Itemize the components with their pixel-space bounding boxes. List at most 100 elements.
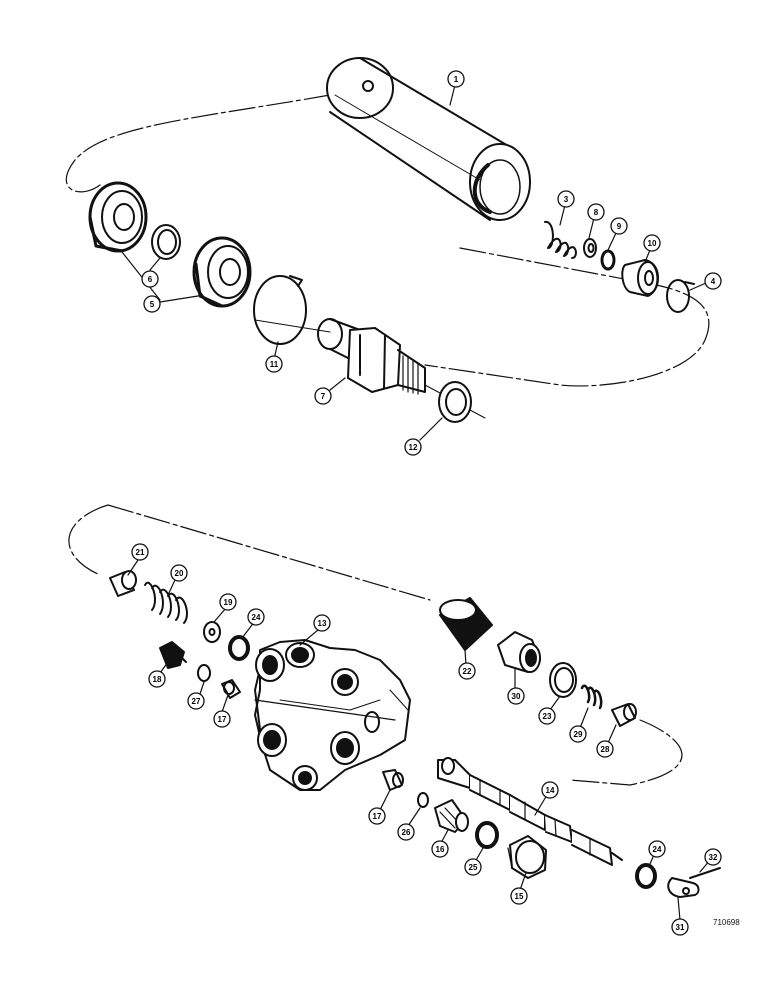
svg-text:3: 3 [564,195,569,204]
clip-31 [667,877,700,898]
callout-1: 1 [447,70,465,88]
callout-26: 26 [397,823,415,841]
upper-assembly [65,57,710,441]
oring-26 [417,792,429,808]
figure-code: 710698 [713,918,740,927]
svg-text:1: 1 [454,75,459,84]
callout-10: 10 [643,234,661,252]
callout-7: 7 [314,387,332,405]
svg-text:24: 24 [252,613,261,622]
upper-leaders [121,84,707,441]
svg-text:17: 17 [373,812,382,821]
oring-24a [228,635,250,661]
callout-5: 5 [143,295,161,313]
bearing-right [192,236,252,308]
svg-text:32: 32 [709,853,718,862]
svg-text:18: 18 [153,675,162,684]
collar-22 [439,597,493,651]
svg-text:17: 17 [218,715,227,724]
plug-10 [621,259,659,297]
callout-20: 20 [170,564,188,582]
svg-text:5: 5 [150,300,155,309]
callout-22: 22 [458,662,476,680]
svg-text:11: 11 [270,360,279,369]
callout-32: 32 [704,848,722,866]
svg-text:14: 14 [546,786,555,795]
callout-13: 13 [313,614,331,632]
svg-text:26: 26 [402,828,411,837]
svg-text:16: 16 [436,845,445,854]
callout-28: 28 [596,740,614,758]
callout-23: 23 [538,707,556,725]
plug-18 [159,641,187,669]
callout-6: 6 [141,270,159,288]
callout-24-b: 24 [648,840,666,858]
callout-31: 31 [671,918,689,936]
svg-text:20: 20 [175,569,184,578]
callout-17-b: 17 [368,807,386,825]
callout-27: 27 [187,692,205,710]
svg-text:6: 6 [148,275,153,284]
callout-15: 15 [510,887,528,905]
washer-12 [424,381,486,423]
svg-text:13: 13 [318,619,327,628]
callout-19: 19 [219,593,237,611]
washer-19 [203,621,221,643]
washer-6 [151,224,181,260]
svg-text:28: 28 [601,745,610,754]
oring-24b [635,863,657,889]
spring-3 [544,221,577,259]
washer-8 [583,238,597,258]
svg-text:22: 22 [463,667,472,676]
callout-8: 8 [587,203,605,221]
callout-29: 29 [569,725,587,743]
svg-text:25: 25 [469,863,478,872]
callout-17-a: 17 [213,710,231,728]
svg-text:8: 8 [594,208,599,217]
callout-14: 14 [541,781,559,799]
svg-text:10: 10 [648,239,657,248]
plug-15 [507,835,547,879]
svg-text:29: 29 [574,730,583,739]
svg-text:21: 21 [136,548,145,557]
svg-text:30: 30 [512,692,521,701]
callout-12: 12 [404,438,422,456]
svg-text:24: 24 [653,845,662,854]
callout-18: 18 [148,670,166,688]
cap-28 [611,703,637,727]
callout-3: 3 [557,190,575,208]
svg-text:4: 4 [711,277,716,286]
svg-text:12: 12 [409,443,418,452]
shaft-fitting-7 [254,318,426,395]
callout-9: 9 [610,217,628,235]
pin-17a [221,679,241,699]
snap-ring-11 [253,275,307,345]
svg-text:31: 31 [676,923,685,932]
housing-tube [326,57,531,221]
oring-27 [197,664,211,682]
valve-body-13 [254,639,411,791]
callout-21: 21 [131,543,149,561]
spool-14 [437,757,623,866]
svg-text:15: 15 [515,892,524,901]
svg-text:27: 27 [192,697,201,706]
callout-25: 25 [464,858,482,876]
callout-30: 30 [507,687,525,705]
oring-25 [475,821,499,849]
spring-29 [580,684,603,710]
plug-16 [434,799,469,833]
lower-group-outline [68,504,683,786]
svg-text:7: 7 [321,392,326,401]
callout-24-a: 24 [247,608,265,626]
cap-21 [109,570,137,597]
spring-20 [144,581,188,624]
callout-11: 11 [265,355,283,373]
callout-16: 16 [431,840,449,858]
retaining-ring-4 [666,279,695,313]
callout-4: 4 [704,272,722,290]
ring-23 [549,662,577,698]
upper-group-outline [65,94,710,387]
fitting-30 [497,631,541,673]
oring-9 [600,249,616,271]
